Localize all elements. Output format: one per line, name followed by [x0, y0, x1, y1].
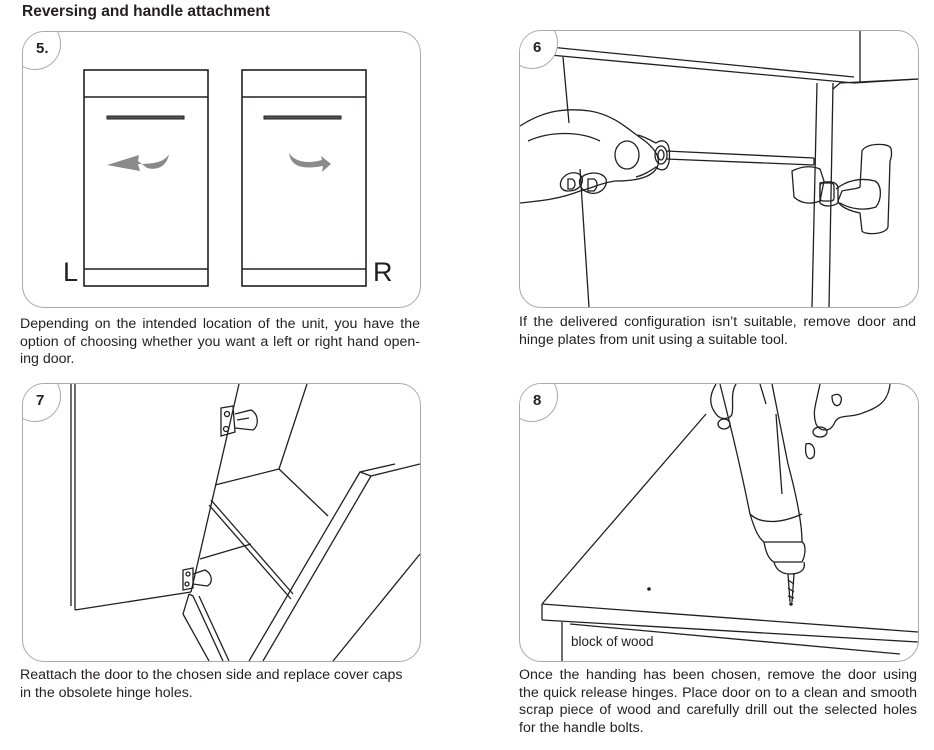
caption-line: scrap piece of wood and carefully drill … [519, 702, 917, 718]
caption-line: for the handle bolts. [519, 719, 644, 736]
step-number: 5. [36, 40, 49, 57]
hinge-cup [791, 166, 825, 204]
thumb-nail [614, 140, 640, 170]
screwdriver-hinge-illustration [520, 31, 918, 307]
left-unit-outline [83, 69, 209, 287]
drill-illustration [541, 384, 918, 661]
left-handle [106, 115, 185, 120]
drill-hole-mark [789, 602, 793, 606]
step-6-panel: 6 [519, 30, 919, 308]
top-hinge-icon [220, 405, 258, 437]
door-reattach-illustration [70, 384, 420, 661]
door-edge [541, 413, 707, 605]
step-5-panel: 5. L R [22, 31, 421, 308]
caption-line: in the obsolete hinge holes. [20, 684, 193, 701]
two-door-units-illustration [83, 69, 367, 287]
drill-hole-mark [647, 587, 651, 591]
right-handle [263, 115, 342, 120]
right-label: R [373, 257, 393, 287]
screwdriver-shaft [665, 150, 815, 159]
step-number-badge: 5. [23, 32, 61, 70]
caption-line: the quick release hinges. Place door on … [519, 684, 917, 701]
screwdriver-handle [635, 134, 671, 178]
caption-line: Reattach the door to the chosen side and… [20, 667, 403, 683]
swing-right-arrow-icon [289, 153, 331, 172]
block-of-wood-label: block of wood [571, 634, 654, 649]
step-number: 8 [533, 392, 542, 409]
caption-line: Once the handing has been chosen, remove… [519, 667, 917, 683]
caption-line: If the delivered configuration isn’t sui… [519, 314, 916, 330]
cabinet-top-edge [549, 46, 855, 78]
step-6-caption: If the delivered configuration isn’t sui… [519, 314, 916, 349]
caption-line: option of choosing whether you want a le… [20, 333, 420, 350]
caption-line: hinge plates from unit using a suitable … [519, 331, 788, 348]
page-heading: Reversing and handle attachment [22, 3, 271, 20]
step-8-panel: 8 bl [519, 383, 919, 662]
bottom-hinge-icon [182, 567, 212, 591]
step-number: 7 [36, 392, 45, 409]
step-number: 6 [533, 39, 542, 56]
step-7-panel: 7 [22, 383, 421, 662]
step-7-caption: Reattach the door to the chosen side and… [20, 667, 420, 702]
right-unit-outline [241, 69, 367, 287]
step-5-caption: Depending on the intended location of th… [20, 316, 420, 369]
caption-line: Depending on the intended location of th… [20, 316, 420, 332]
left-label: L [63, 257, 79, 287]
hand-outline [520, 109, 660, 204]
hand-outline [710, 384, 737, 420]
swing-left-arrow-icon [107, 154, 169, 171]
step-8-caption: Once the handing has been chosen, remove… [519, 667, 917, 737]
hinge-plate [837, 143, 893, 235]
caption-line: ing door. [20, 351, 75, 367]
